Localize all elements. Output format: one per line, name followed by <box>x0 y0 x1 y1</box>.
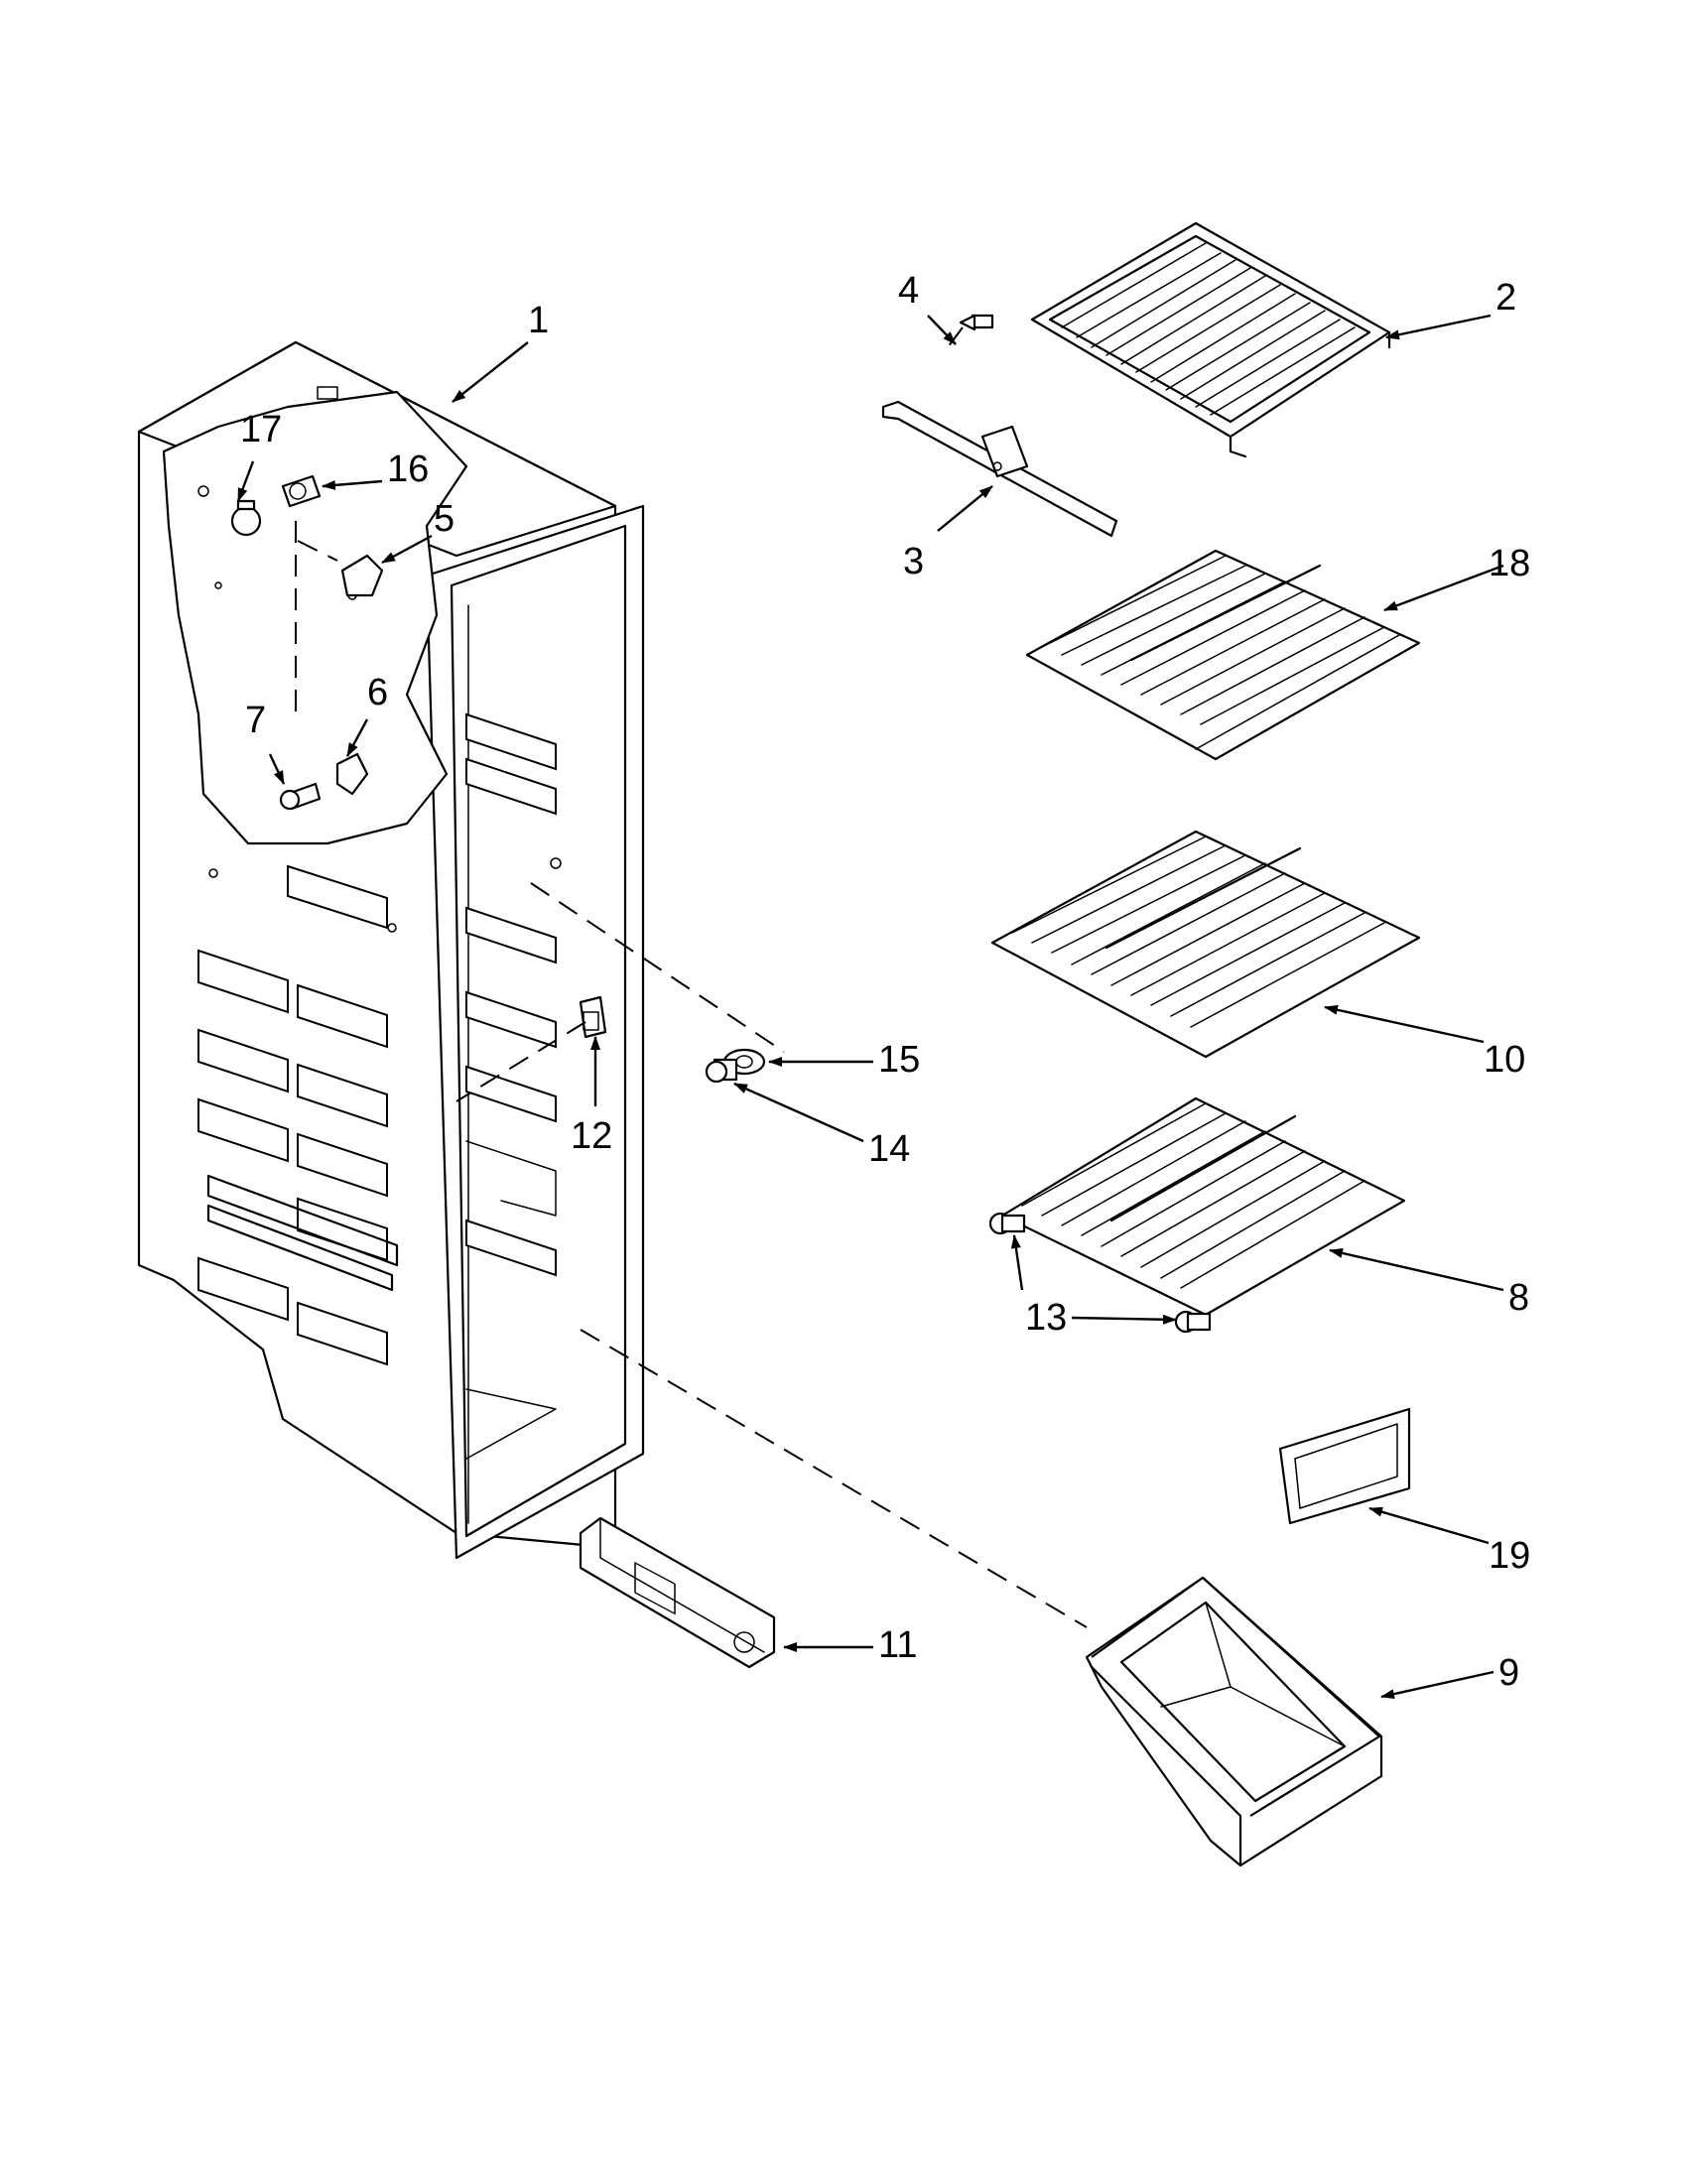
sensor-clip <box>579 995 607 1039</box>
callout-1: 1 <box>528 300 549 341</box>
shelf-end-cap-lower <box>1174 1310 1212 1334</box>
callout-9: 9 <box>1498 1652 1519 1694</box>
callout-4: 4 <box>898 270 919 312</box>
callout-14: 14 <box>868 1128 910 1170</box>
bin-guide-line <box>580 1329 1088 1628</box>
callout-10: 10 <box>1484 1039 1525 1081</box>
leader-lines <box>236 314 1504 1700</box>
wire-shelf-lower <box>1000 1096 1406 1317</box>
callout-3: 3 <box>903 541 924 582</box>
shelf-stud <box>705 1048 766 1084</box>
inner-shelf-slots <box>465 712 557 1277</box>
mounting-screw <box>279 782 322 811</box>
callout-5: 5 <box>434 498 454 540</box>
callout-18: 18 <box>1489 543 1530 584</box>
callout-7: 7 <box>245 700 266 741</box>
callout-19: 19 <box>1489 1535 1530 1577</box>
control-bracket <box>340 554 384 597</box>
callout-11: 11 <box>878 1624 917 1666</box>
top-shelf <box>1030 221 1391 458</box>
light-socket <box>281 474 322 508</box>
outer-panel-slots <box>197 864 388 1366</box>
callout-6: 6 <box>367 672 388 713</box>
light-bulb <box>230 499 262 537</box>
callout-13: 13 <box>1025 1297 1067 1339</box>
control-housing <box>579 1516 776 1669</box>
storage-bin <box>1085 1576 1383 1867</box>
shelf-support-rail <box>881 400 1118 538</box>
rail-screw <box>959 314 994 331</box>
callout-labels: 1 2 3 4 5 6 7 8 9 10 11 12 13 14 15 16 1… <box>240 270 1530 1694</box>
callout-2: 2 <box>1495 277 1516 319</box>
freezer-liner <box>137 340 645 1560</box>
callout-12: 12 <box>571 1115 612 1157</box>
sensor-guide-line <box>455 1021 586 1102</box>
callout-15: 15 <box>878 1039 920 1081</box>
callout-17: 17 <box>240 409 282 450</box>
callout-16: 16 <box>387 449 429 490</box>
stud-guide-line <box>530 882 785 1053</box>
wire-shelf-middle <box>990 830 1421 1059</box>
shelf-end-cap-upper <box>988 1212 1026 1235</box>
wire-shelf-upper <box>1025 549 1421 761</box>
divider-panel <box>1278 1407 1411 1525</box>
callout-8: 8 <box>1508 1277 1529 1319</box>
